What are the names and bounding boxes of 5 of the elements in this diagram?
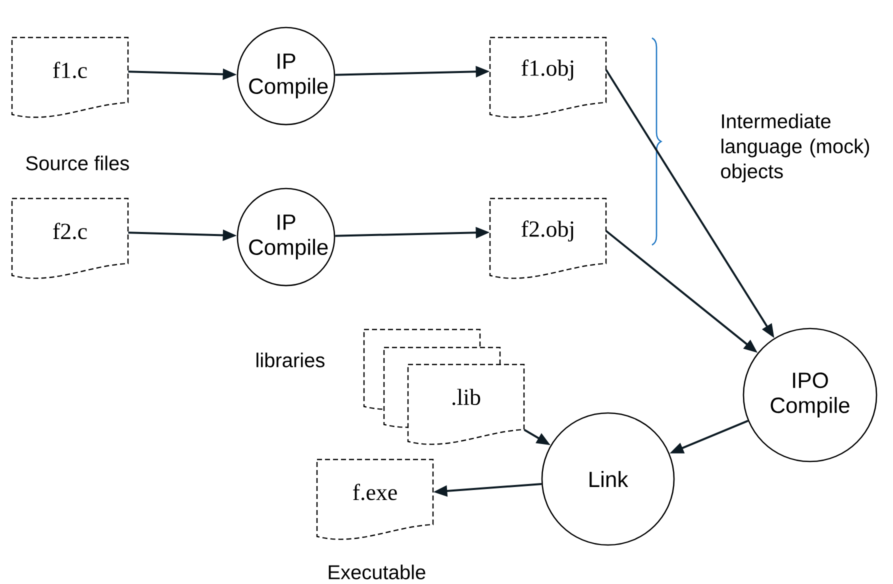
caption-text: libraries (256, 352, 324, 368)
document-stack: .lib (363, 328, 525, 445)
caption-text: Source files (26, 156, 129, 170)
caption-text: Intermediate language (mock) objects (721, 114, 870, 182)
caption-text: Executable (328, 564, 426, 580)
